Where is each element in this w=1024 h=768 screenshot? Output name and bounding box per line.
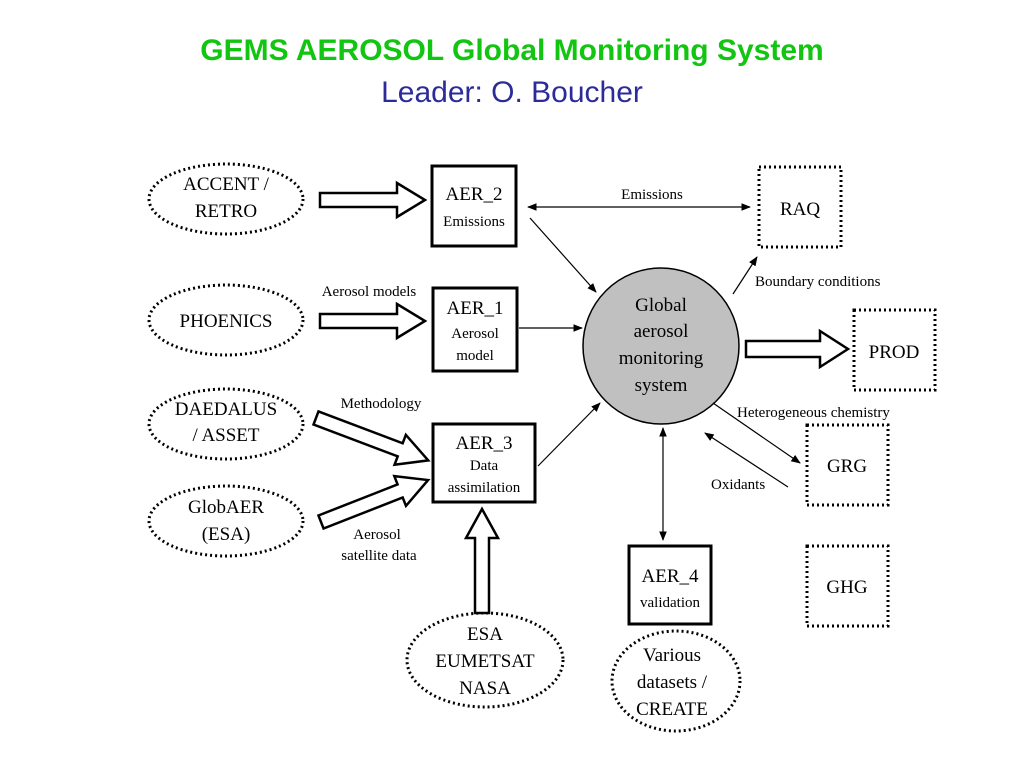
source-label-line: ESA xyxy=(467,624,503,645)
output-label: GHG xyxy=(826,577,867,598)
arrow-hub-to-grg xyxy=(712,402,801,464)
module-label: AER_3 xyxy=(456,433,513,454)
module-label: Data xyxy=(470,458,499,474)
output-ghg: GHG xyxy=(805,544,890,628)
hub-label: system xyxy=(635,375,688,396)
source-label-line: datasets / xyxy=(637,672,708,693)
page-subtitle: Leader: O. Boucher xyxy=(381,76,643,109)
block-arrow-daedalus-to-aer3 xyxy=(311,409,431,467)
output-raq: RAQ xyxy=(757,165,843,249)
output-label: GRG xyxy=(827,456,867,477)
module-label: AER_1 xyxy=(447,298,504,319)
module-label: AER_2 xyxy=(446,184,503,205)
edge-label-heterogeneous-chemistry: Heterogeneous chemistry xyxy=(737,405,890,421)
page-title: GEMS AEROSOL Global Monitoring System xyxy=(200,34,824,67)
source-label-line: NASA xyxy=(459,678,511,699)
module-label: model xyxy=(456,348,494,364)
hub-label: monitoring xyxy=(619,348,704,369)
edge-label-aerosol-satellite: Aerosol xyxy=(353,527,401,543)
module-label: AER_4 xyxy=(642,566,700,587)
module-label: Emissions xyxy=(443,214,505,230)
hub-label: aerosol xyxy=(634,321,689,342)
edge-label-aerosol-models: Aerosol models xyxy=(322,284,417,300)
source-accent-retro: ACCENT / RETRO xyxy=(147,162,305,236)
source-label-line: Various xyxy=(643,645,701,666)
source-label-line: ACCENT / xyxy=(183,174,269,195)
source-label-line: GlobAER xyxy=(188,497,264,518)
source-label-line: RETRO xyxy=(195,201,257,222)
source-label-line: DAEDALUS xyxy=(175,399,277,420)
output-label: PROD xyxy=(869,342,920,363)
block-arrow-prod xyxy=(744,328,851,370)
module-label: assimilation xyxy=(448,480,521,496)
arrow-hub-to-raq xyxy=(732,256,758,295)
source-daedalus-asset: DAEDALUS / ASSET xyxy=(147,387,305,461)
module-aer4: AER_4 validation xyxy=(627,544,713,626)
arrow-oxidants xyxy=(704,432,789,488)
edge-label-aerosol-satellite: satellite data xyxy=(341,548,417,564)
module-label: Aerosol xyxy=(451,326,499,342)
arrow-aer3-to-hub xyxy=(537,402,601,467)
hub-global-aerosol-monitoring-system: Global aerosol monitoring system xyxy=(582,267,740,425)
edge-label-boundary-conditions: Boundary conditions xyxy=(755,274,881,290)
edge-label-emissions: Emissions xyxy=(621,187,683,203)
hub-label: Global xyxy=(635,295,687,316)
block-arrow-phoenics-to-aer1 xyxy=(318,301,428,341)
source-label-line: (ESA) xyxy=(202,524,251,545)
block-arrow-esa-to-aer3 xyxy=(463,506,501,615)
source-label-line: / ASSET xyxy=(192,425,259,446)
output-label: RAQ xyxy=(780,199,820,220)
source-label-line: PHOENICS xyxy=(180,311,273,332)
source-globaer-esa: GlobAER (ESA) xyxy=(147,484,305,558)
source-label-line: CREATE xyxy=(636,699,708,720)
module-aer2: AER_2 Emissions xyxy=(430,164,518,248)
module-aer3: AER_3 Data assimilation xyxy=(431,422,537,504)
module-aer1: AER_1 Aerosol model xyxy=(431,286,519,373)
block-arrow-accent-to-aer2 xyxy=(318,180,428,220)
block-arrow-globaer-to-aer3 xyxy=(316,474,431,531)
output-prod: PROD xyxy=(852,308,937,392)
module-label: validation xyxy=(640,595,700,611)
source-label-line: EUMETSAT xyxy=(435,651,535,672)
source-phoenics: PHOENICS xyxy=(147,283,305,357)
edge-label-methodology: Methodology xyxy=(341,396,422,412)
edge-label-oxidants: Oxidants xyxy=(711,477,765,493)
source-esa-eumetsat-nasa: ESA EUMETSAT NASA xyxy=(405,611,565,709)
output-grg: GRG xyxy=(805,423,890,507)
source-various-datasets: Various datasets / CREATE xyxy=(610,629,742,733)
arrow-aer2-to-hub xyxy=(529,217,597,293)
